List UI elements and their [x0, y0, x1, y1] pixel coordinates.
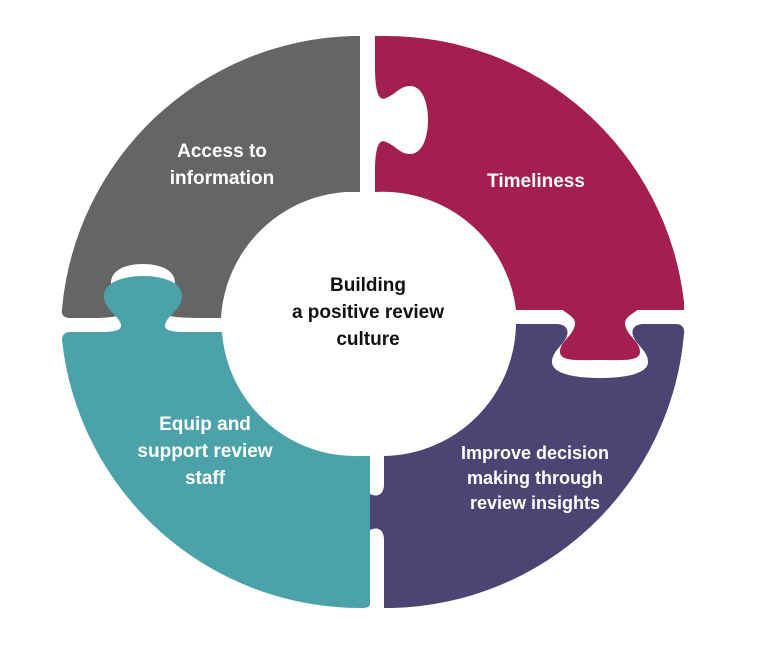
puzzle-piece-improve	[330, 324, 685, 608]
label-equip-line-2: support review	[137, 441, 273, 462]
puzzle-piece-equip	[62, 276, 370, 609]
center-label-line-3: culture	[336, 329, 400, 350]
center-label: Building a positive review culture	[268, 272, 468, 353]
label-equip-line-1: Equip and	[159, 414, 251, 435]
label-improve-line-2: making through	[467, 468, 603, 488]
puzzle-piece-timeliness	[375, 35, 684, 311]
label-access: Access to information	[142, 138, 302, 192]
center-label-line-1: Building	[330, 275, 406, 296]
label-access-line-2: information	[169, 168, 275, 189]
label-equip: Equip and support review staff	[110, 411, 300, 492]
label-access-line-1: Access to	[177, 141, 267, 162]
label-timeliness-line-1: Timeliness	[487, 171, 585, 192]
puzzle-knob-timeliness	[560, 308, 640, 361]
label-improve-line-1: Improve decision	[460, 443, 610, 463]
label-improve-line-3: review insights	[469, 493, 601, 513]
puzzle-piece-access	[61, 36, 361, 318]
label-timeliness: Timeliness	[456, 168, 616, 195]
center-label-line-2: a positive review	[291, 302, 445, 323]
label-improve: Improve decision making through review i…	[430, 441, 640, 516]
label-equip-line-3: staff	[184, 468, 226, 489]
